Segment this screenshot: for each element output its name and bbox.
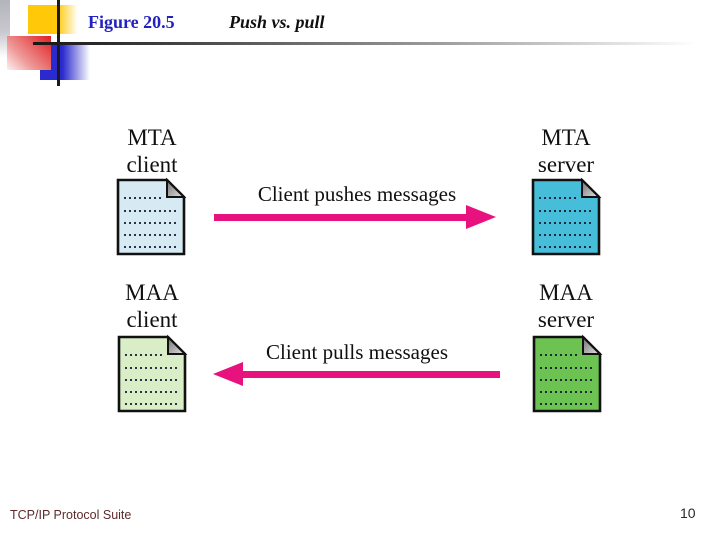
maa-client-document-icon xyxy=(117,334,188,413)
maa-server-label-line1: MAA xyxy=(539,280,593,305)
maa-client-label-line1: MAA xyxy=(125,280,179,305)
mta-client-label: MTA client xyxy=(92,124,212,178)
page-number: 10 xyxy=(680,505,696,521)
mta-client-document-icon xyxy=(116,177,187,256)
figure-caption: Push vs. pull xyxy=(229,12,325,32)
push-arrow-label: Client pushes messages xyxy=(257,182,457,206)
mta-server-document-icon xyxy=(531,177,602,256)
mta-server-label-line2: server xyxy=(537,152,595,177)
pull-arrow-label: Client pulls messages xyxy=(266,340,448,364)
mta-server-label: MTA server xyxy=(506,124,626,178)
corner-red-square xyxy=(7,36,51,70)
mta-client-label-line2: client xyxy=(126,152,178,177)
maa-client-label: MAA client xyxy=(92,279,212,333)
title-rule-line xyxy=(33,42,698,45)
mta-client-label-line1: MTA xyxy=(127,125,177,150)
maa-client-label-line2: client xyxy=(126,307,178,332)
corner-gray-strip xyxy=(0,0,10,58)
pull-arrow-head-icon xyxy=(213,362,243,386)
maa-server-label: MAA server xyxy=(506,279,626,333)
push-arrow-shaft xyxy=(214,214,468,221)
corner-yellow-square xyxy=(28,5,78,34)
mta-server-label-line1: MTA xyxy=(541,125,591,150)
push-arrow-head-icon xyxy=(466,205,496,229)
maa-server-label-line2: server xyxy=(537,307,595,332)
footer-title: TCP/IP Protocol Suite xyxy=(10,508,132,522)
pull-arrow-shaft xyxy=(243,371,500,378)
maa-server-document-icon xyxy=(532,334,603,413)
figure-label: Figure 20.5 xyxy=(88,12,175,32)
